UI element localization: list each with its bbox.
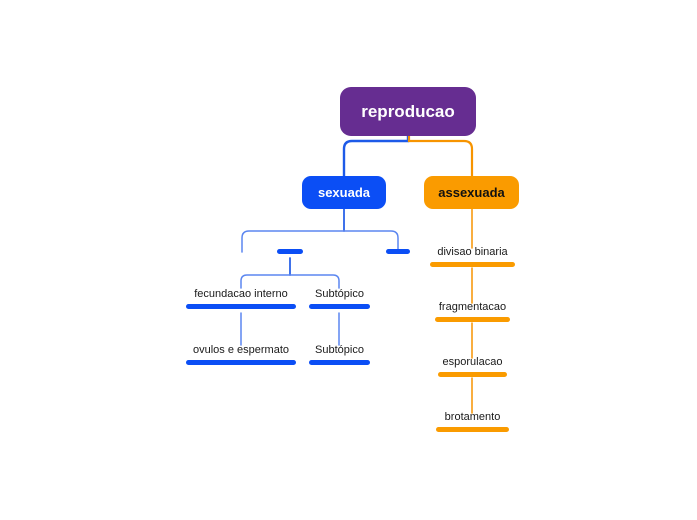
- node-divisao-binaria-label: divisao binaria: [437, 246, 508, 258]
- node-subtopico-1-label: Subtópico: [315, 288, 364, 300]
- node-reproducao[interactable]: reproducao: [340, 87, 476, 136]
- node-brotamento[interactable]: brotamento: [436, 411, 509, 432]
- edge-sexuada-to-stub-right: [343, 230, 399, 251]
- node-assexuada-label: assexuada: [438, 185, 505, 200]
- node-subtopico-2-label: Subtópico: [315, 344, 364, 356]
- edge-stub-to-subtopico1: [289, 274, 340, 289]
- node-esporulacao[interactable]: esporulacao: [438, 356, 507, 377]
- node-subtopico-1[interactable]: Subtópico: [309, 288, 370, 309]
- node-ovulos-e-espermato[interactable]: ovulos e espermato: [186, 344, 296, 365]
- node-fragmentacao-label: fragmentacao: [438, 301, 507, 313]
- node-subtopico-2[interactable]: Subtópico: [309, 344, 370, 365]
- node-fragmentacao-bar: [435, 317, 510, 322]
- node-ovulos-e-espermato-bar: [186, 360, 296, 365]
- node-stub-right[interactable]: [386, 248, 410, 254]
- node-ovulos-e-espermato-label: ovulos e espermato: [193, 344, 289, 356]
- node-subtopico-2-bar: [309, 360, 370, 365]
- node-stub-left-bar: [277, 249, 303, 254]
- node-fecundacao-interno-bar: [186, 304, 296, 309]
- node-divisao-binaria[interactable]: divisao binaria: [430, 246, 515, 267]
- edge-sexuada-to-stub-left: [241, 230, 345, 253]
- node-stub-right-bar: [386, 249, 410, 254]
- node-reproducao-label: reproducao: [361, 101, 455, 121]
- node-stub-left[interactable]: [277, 248, 303, 254]
- node-esporulacao-bar: [438, 372, 507, 377]
- edge-root-to-sexuada: [342, 134, 410, 178]
- node-sexuada[interactable]: sexuada: [302, 176, 386, 209]
- node-fragmentacao[interactable]: fragmentacao: [435, 301, 510, 322]
- node-assexuada[interactable]: assexuada: [424, 176, 519, 209]
- node-brotamento-label: brotamento: [444, 411, 501, 423]
- node-divisao-binaria-bar: [430, 262, 515, 267]
- edge-stub-to-fecundacao: [240, 274, 291, 289]
- node-subtopico-1-bar: [309, 304, 370, 309]
- node-sexuada-label: sexuada: [317, 185, 371, 200]
- node-fecundacao-interno[interactable]: fecundacao interno: [186, 288, 296, 309]
- node-esporulacao-label: esporulacao: [442, 356, 503, 368]
- node-brotamento-bar: [436, 427, 509, 432]
- node-fecundacao-interno-label: fecundacao interno: [194, 288, 288, 300]
- edge-root-to-assexuada: [407, 134, 474, 178]
